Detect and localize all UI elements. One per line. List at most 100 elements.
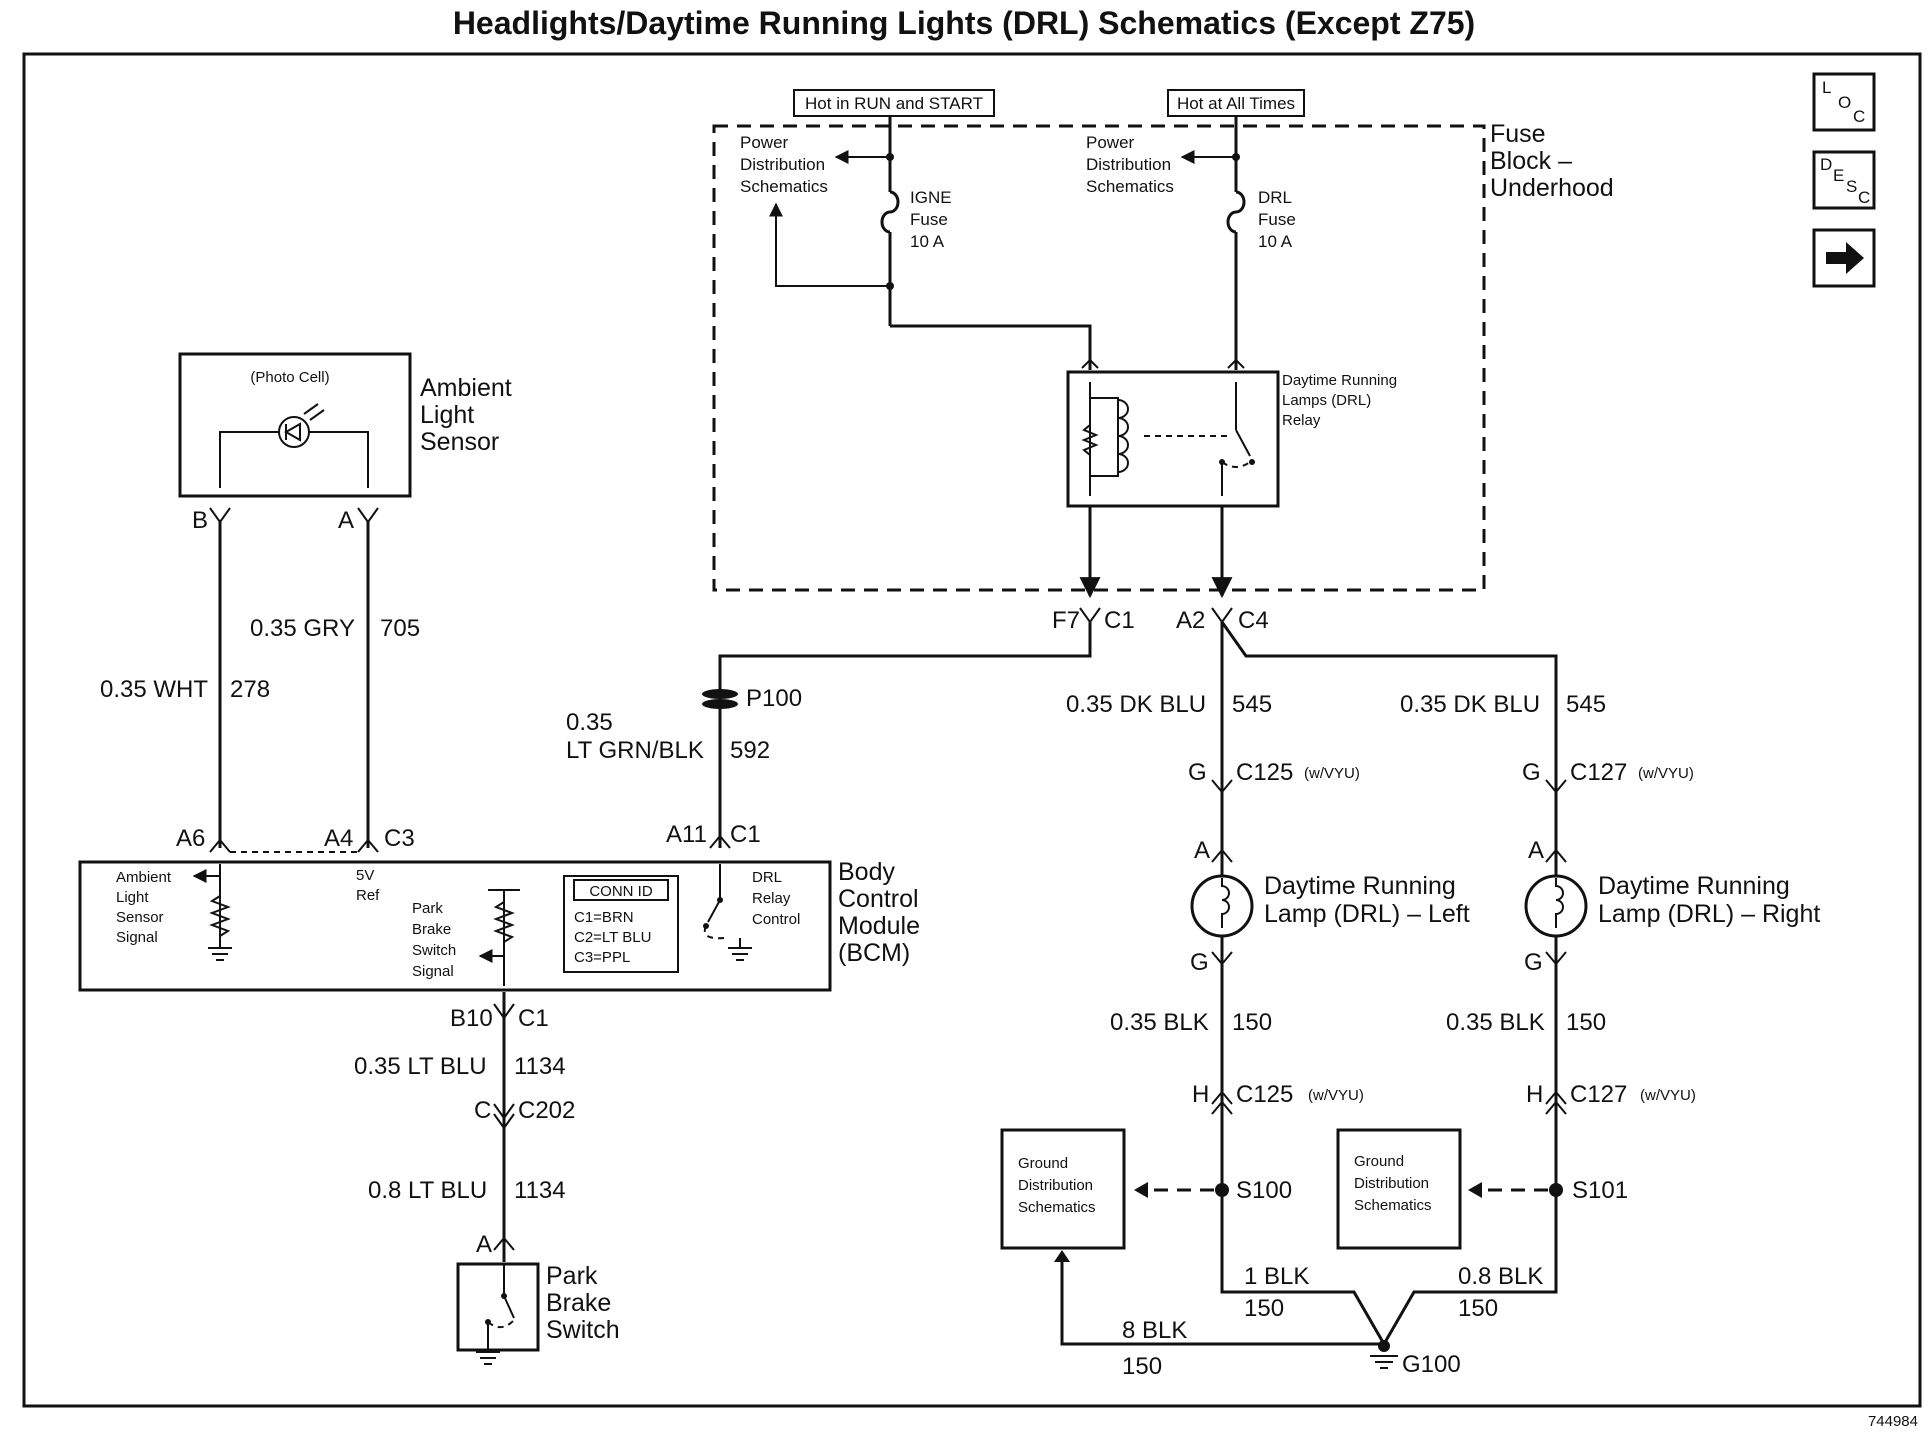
- svg-text:0.8 LT BLU: 0.8 LT BLU: [368, 1177, 487, 1204]
- svg-text:C3: C3: [384, 825, 415, 852]
- svg-text:A2: A2: [1176, 607, 1205, 634]
- svg-text:Block –: Block –: [1490, 147, 1572, 175]
- svg-text:G: G: [1190, 949, 1209, 976]
- svg-text:S100: S100: [1236, 1177, 1292, 1204]
- svg-text:Park: Park: [546, 1262, 598, 1290]
- svg-text:Sensor: Sensor: [116, 909, 164, 926]
- svg-text:Fuse: Fuse: [1490, 120, 1546, 148]
- svg-text:Park: Park: [412, 900, 443, 917]
- page-title: Headlights/Daytime Running Lights (DRL) …: [453, 5, 1475, 41]
- svg-text:C: C: [474, 1097, 491, 1124]
- splice-s101: [1549, 1183, 1563, 1197]
- svg-text:(w/VYU): (w/VYU): [1638, 765, 1694, 782]
- svg-text:Schematics: Schematics: [1354, 1197, 1432, 1214]
- svg-text:0.35 DK BLU: 0.35 DK BLU: [1400, 691, 1540, 718]
- desc-button[interactable]: D E S C: [1812, 150, 1876, 210]
- svg-text:278: 278: [230, 676, 270, 703]
- svg-text:1 BLK: 1 BLK: [1244, 1263, 1309, 1290]
- svg-text:(w/VYU): (w/VYU): [1308, 1087, 1364, 1104]
- svg-text:0.35: 0.35: [566, 709, 613, 736]
- svg-text:CONN ID: CONN ID: [589, 883, 653, 900]
- park-brake-switch: [456, 1262, 540, 1365]
- svg-text:Lamp (DRL) – Right: Lamp (DRL) – Right: [1598, 900, 1820, 928]
- svg-text:Distribution: Distribution: [1018, 1177, 1093, 1194]
- svg-text:C202: C202: [518, 1097, 575, 1124]
- ground-icon: [1370, 1355, 1398, 1369]
- svg-text:Ref: Ref: [356, 887, 380, 904]
- svg-text:S: S: [1846, 177, 1857, 196]
- svg-text:Power: Power: [1086, 133, 1135, 152]
- ground-distribution-right: Ground Distribution Schematics: [1336, 1128, 1462, 1250]
- loc-button[interactable]: L O C: [1812, 72, 1876, 132]
- svg-text:Ground: Ground: [1018, 1155, 1068, 1172]
- svg-text:0.35 DK BLU: 0.35 DK BLU: [1066, 691, 1206, 718]
- svg-text:A: A: [476, 1231, 492, 1258]
- svg-text:Ground: Ground: [1354, 1153, 1404, 1170]
- svg-text:Daytime Running: Daytime Running: [1264, 872, 1456, 900]
- svg-text:Distribution: Distribution: [740, 155, 825, 174]
- svg-text:C2=LT BLU: C2=LT BLU: [574, 929, 651, 946]
- drl-lamp-right: [1524, 874, 1588, 938]
- arrow-right-icon: [1826, 242, 1864, 274]
- svg-text:A11: A11: [666, 821, 707, 848]
- svg-text:(w/VYU): (w/VYU): [1640, 1087, 1696, 1104]
- svg-text:Distribution: Distribution: [1354, 1175, 1429, 1192]
- svg-text:Brake: Brake: [412, 921, 451, 938]
- svg-text:Module: Module: [838, 912, 920, 940]
- svg-text:LT GRN/BLK: LT GRN/BLK: [566, 737, 704, 764]
- svg-text:150: 150: [1566, 1009, 1606, 1036]
- svg-text:0.35 LT BLU: 0.35 LT BLU: [354, 1053, 487, 1080]
- svg-text:Power: Power: [740, 133, 789, 152]
- fuse-block-underhood: Fuse Block – Underhood Hot in RUN and ST…: [712, 89, 1614, 599]
- next-page-button[interactable]: [1812, 228, 1876, 288]
- svg-text:545: 545: [1566, 691, 1606, 718]
- svg-text:0.35 BLK: 0.35 BLK: [1446, 1009, 1545, 1036]
- splice-p100: [702, 689, 738, 709]
- svg-text:D: D: [1820, 155, 1832, 174]
- svg-text:(Photo Cell): (Photo Cell): [250, 369, 329, 386]
- body-control-module: Ambient Light Sensor Signal 5V Ref Park …: [78, 860, 832, 992]
- svg-text:H: H: [1192, 1081, 1209, 1108]
- svg-text:150: 150: [1232, 1009, 1272, 1036]
- svg-text:Hot at All Times: Hot at All Times: [1177, 94, 1295, 113]
- svg-text:A6: A6: [176, 825, 205, 852]
- svg-text:H: H: [1526, 1081, 1543, 1108]
- svg-text:C1: C1: [1104, 607, 1135, 634]
- svg-text:1134: 1134: [514, 1053, 566, 1080]
- svg-text:C125: C125: [1236, 759, 1293, 786]
- svg-text:Daytime Running: Daytime Running: [1598, 872, 1790, 900]
- svg-text:Brake: Brake: [546, 1289, 611, 1317]
- svg-text:705: 705: [380, 615, 420, 642]
- svg-text:A4: A4: [324, 825, 353, 852]
- svg-text:C125: C125: [1236, 1081, 1293, 1108]
- svg-text:C3=PPL: C3=PPL: [574, 949, 630, 966]
- svg-text:Distribution: Distribution: [1086, 155, 1171, 174]
- svg-text:Body: Body: [838, 858, 895, 886]
- svg-text:Switch: Switch: [546, 1316, 620, 1344]
- svg-text:Switch: Switch: [412, 942, 456, 959]
- svg-text:Control: Control: [752, 911, 800, 928]
- svg-text:Daytime Running: Daytime Running: [1282, 372, 1397, 389]
- svg-text:0.35 BLK: 0.35 BLK: [1110, 1009, 1209, 1036]
- diagram-frame: [22, 52, 1922, 1408]
- svg-text:A: A: [1194, 837, 1210, 864]
- svg-text:A: A: [1528, 837, 1544, 864]
- svg-text:Schematics: Schematics: [740, 177, 828, 196]
- splice-s100: [1215, 1183, 1229, 1197]
- svg-text:C127: C127: [1570, 1081, 1627, 1108]
- svg-text:(w/VYU): (w/VYU): [1304, 765, 1360, 782]
- svg-text:150: 150: [1458, 1295, 1498, 1322]
- svg-text:Schematics: Schematics: [1018, 1199, 1096, 1216]
- svg-text:Hot in RUN and START: Hot in RUN and START: [805, 94, 983, 113]
- svg-text:Light: Light: [116, 889, 149, 906]
- svg-text:Underhood: Underhood: [1490, 174, 1614, 202]
- svg-text:L: L: [1822, 78, 1831, 97]
- svg-text:C: C: [1858, 188, 1870, 207]
- figure-id: 744984: [1868, 1413, 1918, 1430]
- ground-distribution-left: Ground Distribution Schematics: [1000, 1128, 1126, 1250]
- conn-id-table: [563, 875, 679, 973]
- svg-text:C: C: [1853, 107, 1865, 126]
- svg-text:10 A: 10 A: [910, 232, 945, 251]
- svg-text:Fuse: Fuse: [910, 210, 948, 229]
